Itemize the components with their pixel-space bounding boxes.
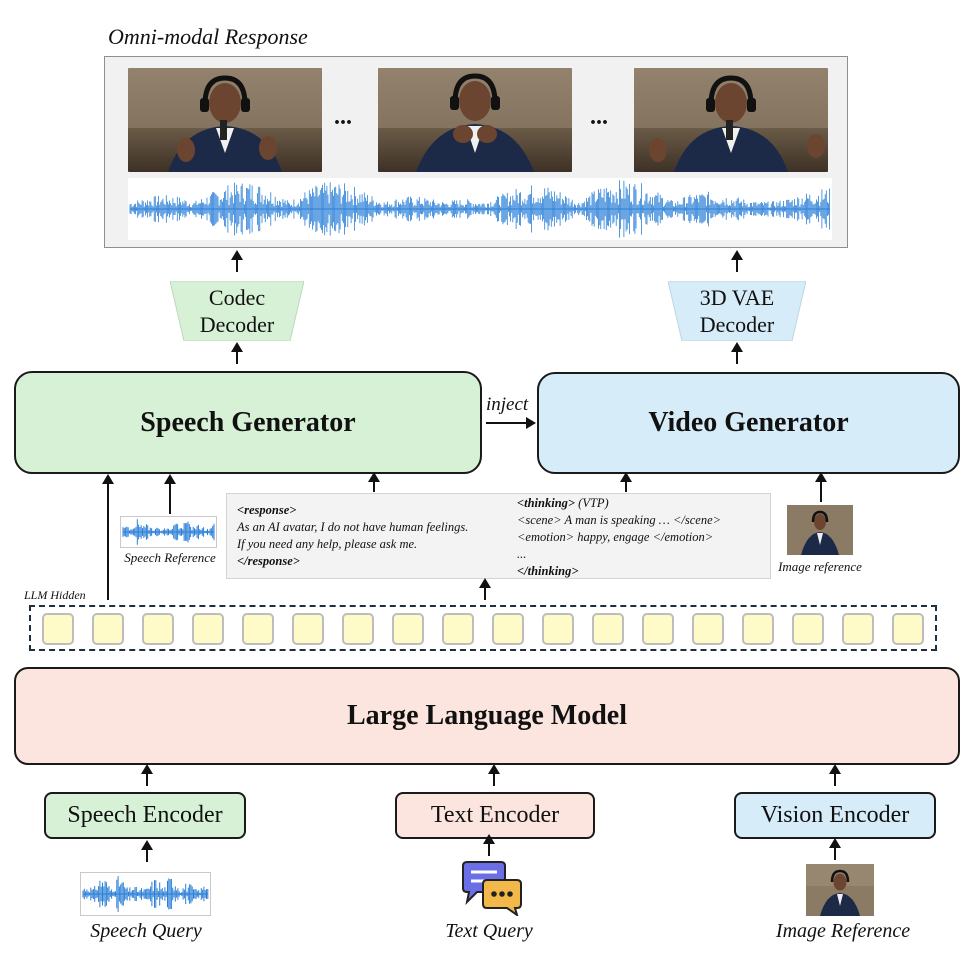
arrow-vae-to-panel — [731, 250, 743, 272]
speech-generator: Speech Generator — [14, 371, 482, 474]
image-reference-top-label: Image reference — [778, 559, 862, 574]
codec-decoder: Codec Decoder — [170, 281, 304, 341]
arrow-thinking-to-videogen — [620, 472, 632, 492]
hidden-token — [292, 613, 324, 645]
arrow-imageref-to-videogen — [815, 472, 827, 502]
arrow-speechquery-to-encoder — [141, 840, 153, 862]
video-generator: Video Generator — [537, 372, 960, 474]
vae-decoder: 3D VAE Decoder — [668, 281, 806, 341]
inject-label: inject — [486, 394, 529, 415]
hidden-token — [342, 613, 374, 645]
thinking-ellipsis: ... — [517, 547, 527, 561]
video-generator-label: Video Generator — [648, 407, 849, 438]
response-waveform — [128, 178, 832, 240]
codec-decoder-label: Codec Decoder — [199, 284, 275, 338]
arrow-textenc-to-llm — [488, 764, 500, 786]
vision-encoder-label: Vision Encoder — [760, 802, 910, 828]
arrow-videogen-to-vae — [731, 342, 743, 364]
video-frame-3 — [634, 68, 828, 172]
vae-decoder-label: 3D VAE Decoder — [699, 284, 775, 338]
arrow-response-to-speechgen — [368, 472, 380, 492]
ellipsis-2: ... — [590, 104, 608, 130]
text-panel — [226, 493, 771, 579]
arrow-visionenc-to-llm — [829, 764, 841, 786]
hidden-token — [92, 613, 124, 645]
speech-reference-waveform — [120, 516, 217, 548]
chat-bubbles-icon — [461, 860, 523, 918]
hidden-token — [192, 613, 224, 645]
hidden-token — [42, 613, 74, 645]
hidden-token — [842, 613, 874, 645]
thinking-block: <thinking> (VTP) <scene> A man is speaki… — [517, 495, 767, 580]
image-reference-query-label: Image Reference — [775, 920, 911, 942]
thinking-vtp-tag: (VTP) — [575, 496, 609, 510]
token-row — [29, 605, 937, 651]
text-encoder-label: Text Encoder — [430, 802, 560, 828]
arrow-tokens-to-text-panel — [479, 578, 491, 600]
response-close-tag: </response> — [237, 554, 300, 568]
ellipsis-1: ... — [334, 104, 352, 130]
hidden-token — [592, 613, 624, 645]
speech-encoder: Speech Encoder — [44, 792, 246, 839]
text-query-label: Text Query — [445, 920, 533, 942]
arrow-textquery-to-encoder — [483, 834, 495, 856]
video-frame-1 — [128, 68, 322, 172]
hidden-token — [542, 613, 574, 645]
scene-line: <scene> A man is speaking … </scene> — [517, 513, 722, 527]
speech-reference-label: Speech Reference — [124, 550, 216, 565]
llm-label: Large Language Model — [347, 700, 627, 731]
hidden-token — [792, 613, 824, 645]
arrow-imageref-to-encoder — [829, 838, 841, 860]
arrow-speechref-to-speechgen — [164, 474, 176, 514]
vision-encoder: Vision Encoder — [734, 792, 936, 839]
response-line-1: As an AI avatar, I do not have human fee… — [237, 520, 469, 534]
llm-hidden-label: LLM Hidden — [24, 588, 86, 602]
hidden-token — [642, 613, 674, 645]
hidden-token — [142, 613, 174, 645]
response-open-tag: <response> — [237, 503, 297, 517]
arrow-speechenc-to-llm — [141, 764, 153, 786]
speech-generator-label: Speech Generator — [140, 406, 356, 438]
hidden-token — [242, 613, 274, 645]
speech-query-label: Speech Query — [90, 920, 202, 942]
hidden-token — [442, 613, 474, 645]
thinking-open-tag: <thinking> — [517, 496, 576, 510]
thinking-close-tag: </thinking> — [517, 564, 579, 578]
hidden-token — [392, 613, 424, 645]
speech-query-waveform — [80, 872, 211, 916]
inject-arrow — [486, 417, 536, 429]
hidden-token — [892, 613, 924, 645]
arrow-llmhidden-to-speechgen — [102, 474, 114, 600]
hidden-token — [692, 613, 724, 645]
arrow-codec-to-panel — [231, 250, 243, 272]
image-reference-photo — [787, 505, 853, 555]
speech-encoder-label: Speech Encoder — [67, 802, 223, 828]
image-query-photo — [806, 864, 874, 916]
emotion-line: <emotion> happy, engage </emotion> — [517, 530, 714, 544]
video-frame-2 — [378, 68, 572, 172]
response-line-2: If you need any help, please ask me. — [237, 537, 418, 551]
hidden-token — [492, 613, 524, 645]
response-block: <response> As an AI avatar, I do not hav… — [237, 502, 512, 570]
arrow-speechgen-to-codec — [231, 342, 243, 364]
large-language-model: Large Language Model — [14, 667, 960, 765]
text-encoder: Text Encoder — [395, 792, 595, 839]
hidden-token — [742, 613, 774, 645]
response-title: Omni-modal Response — [108, 24, 308, 49]
